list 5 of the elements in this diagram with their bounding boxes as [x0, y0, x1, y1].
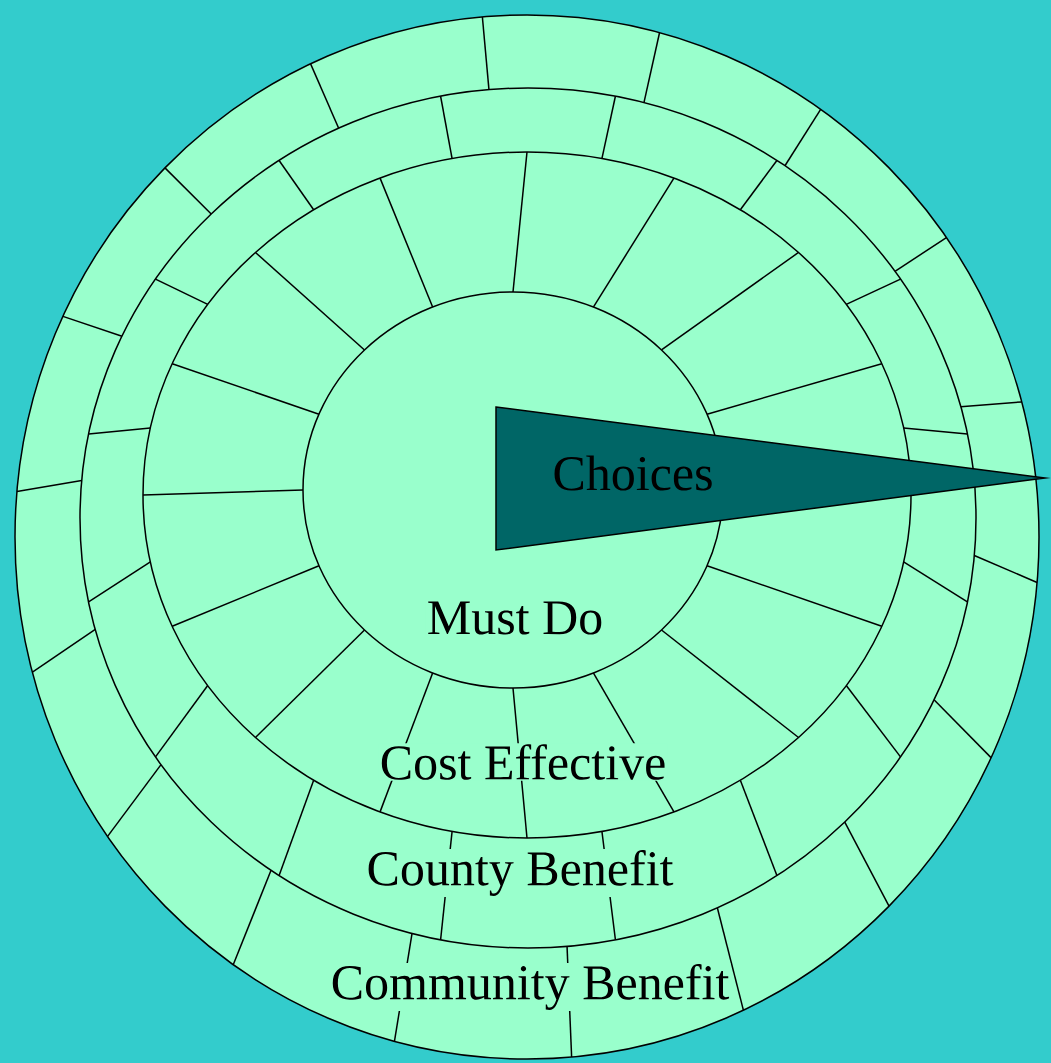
ring-label: County Benefit [365, 849, 675, 897]
ring-label: Must Do [425, 600, 605, 636]
ring-label: Community Benefit [329, 963, 731, 1011]
wedge-label: Choices [554, 455, 712, 491]
ring-label: Cost Effective [378, 743, 668, 781]
